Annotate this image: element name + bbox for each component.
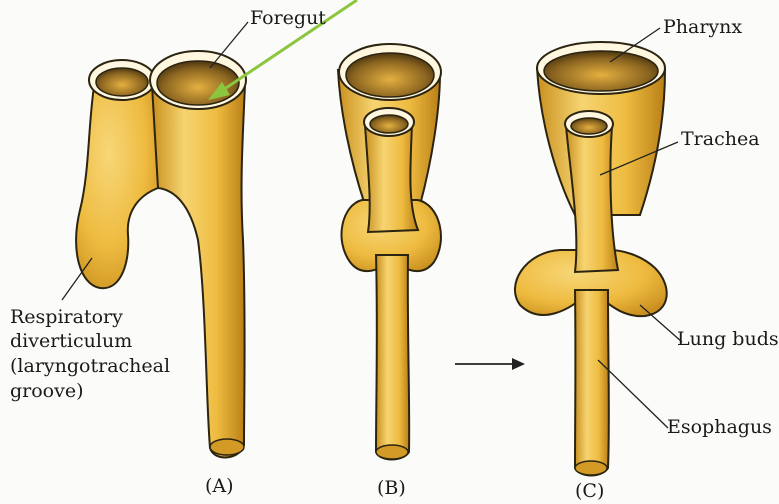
label-trachea: Trachea: [681, 128, 760, 150]
stage-b-foregut: [338, 44, 441, 460]
label-respiratory-1: Respiratory: [10, 306, 123, 328]
esophagus-shape-c: [575, 290, 609, 476]
stage-a-foregut: [76, 51, 246, 457]
label-respiratory-2: diverticulum: [10, 330, 132, 352]
label-foregut: Foregut: [250, 7, 326, 29]
stage-c-foregut: [515, 42, 667, 476]
foregut-tube-shape: [152, 85, 245, 457]
panel-label-a: (A): [205, 475, 234, 497]
panel-label-b: (B): [377, 477, 406, 499]
trachea-shape-b: [365, 125, 418, 232]
esophagus-shape-b: [376, 255, 409, 460]
label-respiratory-4: groove): [10, 380, 84, 402]
respiratory-diverticulum-shape: [76, 80, 158, 288]
label-esophagus: Esophagus: [667, 416, 772, 438]
progression-arrow: [455, 358, 525, 370]
lung-buds-leader: [640, 305, 682, 342]
panel-label-c: (C): [575, 480, 604, 502]
label-lung-buds: Lung buds: [677, 328, 779, 350]
label-pharynx: Pharynx: [663, 16, 742, 38]
label-respiratory-3: (laryngotracheal: [10, 355, 170, 377]
